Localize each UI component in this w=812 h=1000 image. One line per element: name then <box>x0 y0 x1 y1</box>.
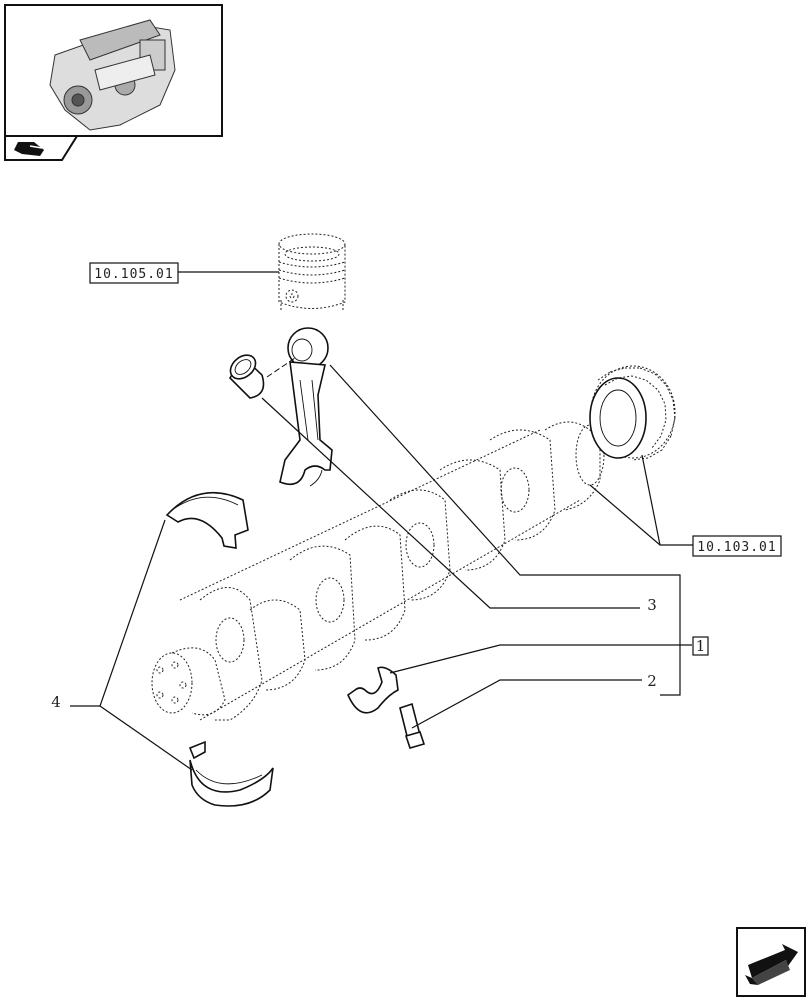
small-end-bushing[interactable] <box>226 350 265 399</box>
callout-bearing-label[interactable]: 4 <box>51 693 61 711</box>
rod-cap-bearing[interactable] <box>347 666 399 714</box>
connecting-rod-bolt[interactable] <box>399 702 426 749</box>
section-marker-icon[interactable] <box>4 135 79 161</box>
bearing-leader-line-upper <box>70 519 166 707</box>
crankshaft-outline <box>151 421 605 721</box>
pin-axis-line <box>266 357 296 378</box>
kit-leader-line <box>389 644 692 674</box>
callout-bushing-label[interactable]: 3 <box>647 596 657 614</box>
engine-thumbnail-icon <box>4 4 223 137</box>
gear-ref-label: 10.103.01 <box>697 540 776 555</box>
callout-kit[interactable]: 1 <box>692 636 709 656</box>
next-page-arrow-icon[interactable] <box>736 927 806 997</box>
gear-leader-line-a <box>589 484 693 546</box>
kit-bracket-line <box>329 364 681 696</box>
piston-ref-label: 10.105.01 <box>94 267 173 282</box>
gear-ref-box[interactable]: 10.103.01 <box>692 535 782 557</box>
gear-leader-line-b <box>641 454 661 546</box>
timing-gear-outline <box>589 365 676 461</box>
bushing-leader-line <box>261 397 640 609</box>
upper-main-bearing-shell[interactable] <box>165 492 249 549</box>
bolt-leader-line <box>411 679 642 729</box>
callout-kit-label: 1 <box>696 637 706 655</box>
bearing-leader-line-lower <box>99 705 193 771</box>
connecting-rod[interactable] <box>279 327 333 487</box>
lower-main-bearing-shell[interactable] <box>188 740 274 807</box>
piston-reference-outline <box>278 233 346 312</box>
piston-ref-box[interactable]: 10.105.01 <box>89 262 179 284</box>
callout-bolt-label[interactable]: 2 <box>647 672 657 690</box>
